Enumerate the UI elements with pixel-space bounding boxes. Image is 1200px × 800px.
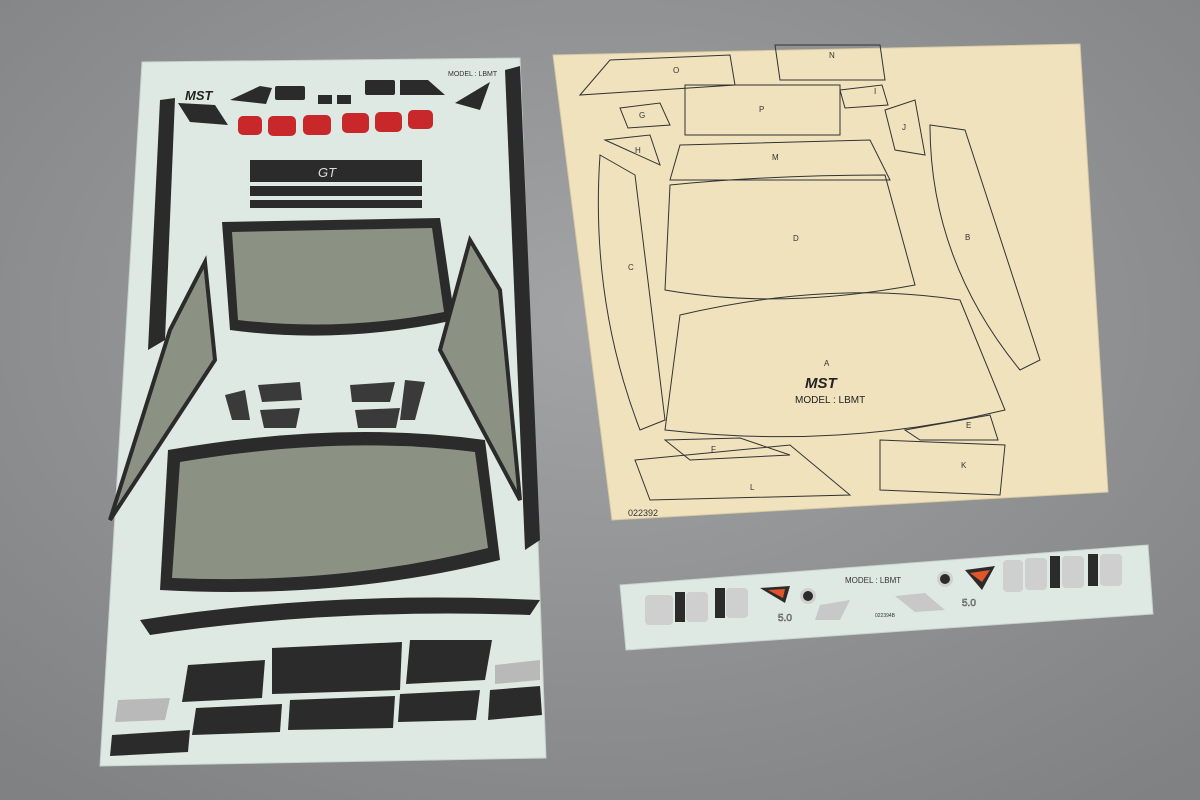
vent-decals	[225, 380, 425, 428]
badge-5-0: 5.0	[962, 598, 976, 609]
svg-text:G: G	[639, 111, 645, 120]
brand-logo: MST	[805, 375, 839, 392]
red-light-decals	[238, 110, 433, 136]
svg-text:F: F	[711, 445, 716, 454]
svg-text:J: J	[902, 123, 906, 132]
windshield-tint	[172, 445, 488, 580]
left-side-window	[108, 255, 218, 522]
svg-text:N: N	[829, 51, 835, 60]
model-label: MODEL : LBMT	[795, 395, 865, 406]
model-label: MODEL : LBMT	[845, 576, 901, 585]
part-number: 022394B	[875, 613, 896, 619]
badge-5-0: 5.0	[778, 613, 792, 624]
model-label: MODEL : LBMT	[448, 71, 498, 78]
right-tint-sheet: A B C D E F G H I J K L M N O P MST MODE…	[552, 43, 1109, 521]
right-side-window	[437, 234, 522, 501]
svg-text:M: M	[772, 153, 779, 162]
svg-text:P: P	[759, 105, 764, 114]
badge-decals	[645, 554, 1122, 625]
svg-text:I: I	[874, 87, 876, 96]
svg-text:A: A	[824, 359, 830, 368]
cut-letter-labels: A B C D E F G H I J K L M N O P	[628, 51, 971, 492]
tail-light-decals	[178, 80, 490, 125]
part-number: 022392	[628, 508, 658, 518]
spoiler-decal	[140, 597, 540, 635]
svg-text:L: L	[750, 483, 755, 492]
brand-logo: MST	[185, 88, 214, 103]
svg-text:C: C	[628, 263, 634, 272]
svg-text:B: B	[965, 233, 970, 242]
cut-lines	[578, 44, 1041, 501]
grille-decals	[110, 640, 542, 756]
left-decal-sheet: MST MODEL : LBMT GT	[99, 57, 547, 767]
svg-text:K: K	[961, 461, 967, 470]
svg-text:E: E	[966, 421, 971, 430]
svg-text:D: D	[793, 234, 799, 243]
strip-decal-sheet: MODEL : LBMT 022394B 5.0 5.0	[619, 544, 1154, 651]
gt-badge: GT	[318, 165, 337, 180]
rear-window-tint	[232, 228, 444, 325]
svg-text:O: O	[673, 66, 679, 75]
svg-text:H: H	[635, 146, 641, 155]
gt-bar-decal	[250, 160, 422, 182]
